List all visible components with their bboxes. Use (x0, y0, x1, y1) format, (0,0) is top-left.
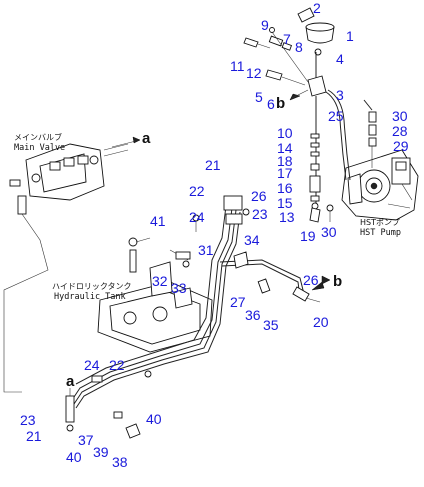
callout-20: 20 (313, 314, 329, 330)
callout-9: 9 (261, 17, 269, 33)
callout-6: 6 (267, 96, 275, 112)
main-valve-label-en: Main Valve (14, 143, 65, 153)
callout-5: 5 (255, 89, 263, 105)
ref-tag-a-bottom: a (66, 373, 75, 390)
callout-11: 11 (230, 58, 245, 74)
callout-23a: 23 (252, 206, 268, 222)
callout-15: 15 (277, 195, 293, 211)
callout-23b: 23 (20, 412, 36, 428)
callout-32: 32 (152, 273, 168, 289)
callout-34: 34 (244, 232, 260, 248)
ref-tag-b-right: b (333, 273, 342, 290)
callout-40b: 40 (66, 449, 82, 465)
callout-38: 38 (112, 454, 128, 470)
callout-33: 33 (171, 280, 187, 296)
arrow-b-right (321, 275, 331, 285)
main-valve-label-jp: メインバルブ (14, 132, 62, 142)
callout-4: 4 (336, 51, 344, 67)
tank-label-jp: ハイドロリックタンク (52, 282, 132, 291)
pump-label-jp: HSTポンプ (360, 218, 400, 227)
ref-tag-b-top: b (276, 95, 285, 112)
callout-16: 16 (277, 180, 293, 196)
callout-13: 13 (279, 209, 295, 225)
callout-8: 8 (295, 39, 303, 55)
callout-22b: 22 (109, 357, 125, 373)
callout-19: 19 (300, 228, 316, 244)
callout-39: 39 (93, 444, 109, 460)
callout-28: 28 (392, 123, 408, 139)
callout-14: 14 (277, 140, 293, 156)
callout-36: 36 (245, 307, 261, 323)
ref-tag-a-top: a (142, 130, 151, 147)
hose-25 (325, 91, 347, 181)
callout-27: 27 (230, 294, 246, 310)
callout-26b: 26 (303, 272, 319, 288)
callout-24b: 24 (84, 357, 100, 373)
accumulator-assembly (243, 7, 335, 223)
callout-2: 2 (313, 0, 321, 16)
callout-40a: 40 (146, 411, 162, 427)
callout-22a: 22 (189, 183, 205, 199)
callout-10: 10 (277, 125, 293, 141)
hose-bundle (65, 195, 325, 439)
hose-25-outline (327, 89, 351, 181)
hydraulic-tank (97, 237, 213, 353)
callout-3: 3 (336, 87, 344, 103)
callout-41: 41 (150, 213, 166, 229)
callout-1: 1 (346, 28, 354, 44)
callout-37: 37 (78, 432, 94, 448)
callout-31: 31 (198, 242, 214, 258)
callout-30b: 30 (321, 224, 337, 240)
callout-29: 29 (393, 138, 409, 154)
callout-35: 35 (263, 317, 279, 333)
callout-24a: 24 (189, 209, 205, 225)
main-valve (9, 143, 129, 215)
callout-30a: 30 (392, 108, 408, 124)
tank-label-en: Hydraulic Tank (54, 292, 126, 302)
callout-17: 17 (277, 165, 293, 181)
callout-21a: 21 (205, 157, 221, 173)
callout-7: 7 (283, 31, 291, 47)
pump-label-en: HST Pump (360, 228, 401, 238)
hst-pump (341, 111, 419, 221)
callout-18: 18 (277, 153, 293, 169)
callout-21b: 21 (26, 428, 42, 444)
callout-labels: 1 2 3 4 5 6 7 8 9 10 11 12 13 14 15 16 1… (20, 0, 409, 470)
callout-26a: 26 (251, 188, 267, 204)
callout-25: 25 (328, 108, 344, 124)
callout-12: 12 (246, 65, 262, 81)
